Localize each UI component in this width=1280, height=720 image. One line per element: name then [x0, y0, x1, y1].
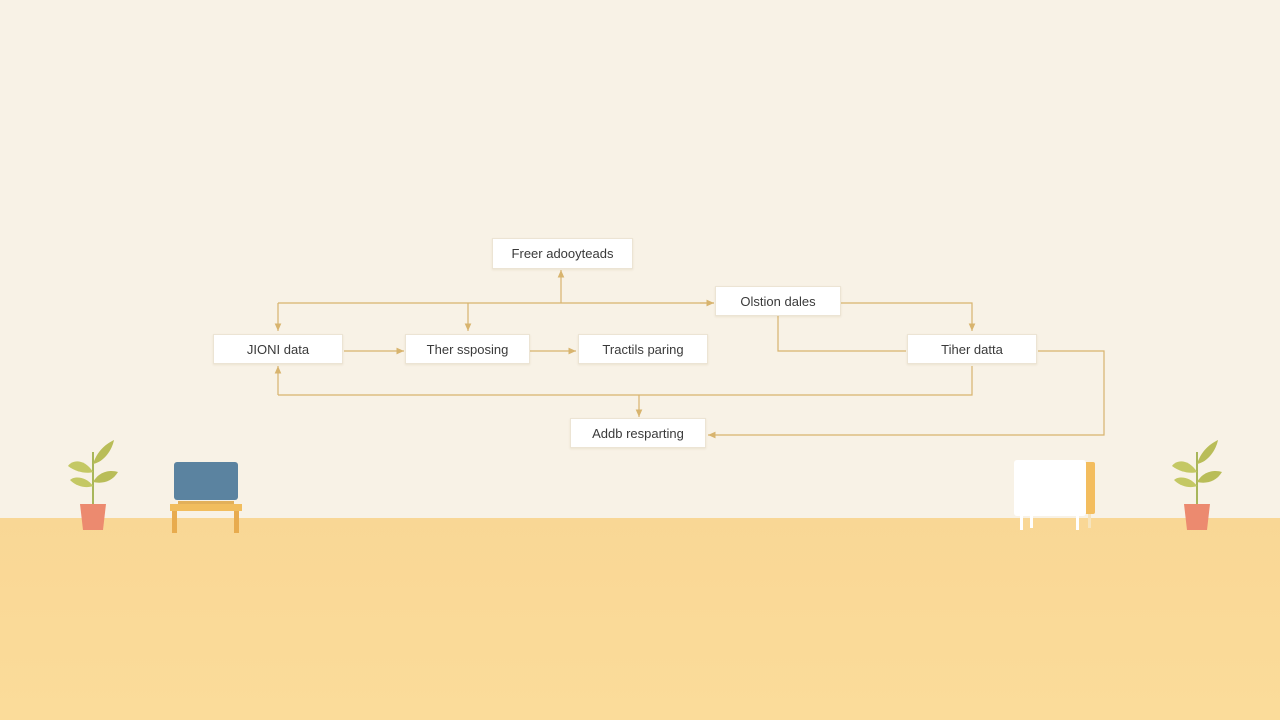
- node-ther-ssposing: Ther ssposing: [405, 334, 530, 364]
- edge-olstion-to-tiher: [840, 302, 976, 331]
- potted-plant-icon: [1172, 440, 1222, 530]
- monitor-on-desk-icon: [170, 462, 242, 533]
- node-tractils-paring: Tractils paring: [578, 334, 708, 364]
- node-freer-adooyteads: Freer adooyteads: [492, 238, 633, 269]
- edge-bottom-bus: [278, 366, 973, 396]
- node-olstion-dales: Olstion dales: [715, 286, 841, 316]
- node-tiher-datta: Tiher datta: [907, 334, 1037, 364]
- floor-background: [0, 518, 1280, 720]
- potted-plant-icon: [68, 440, 118, 530]
- white-cabinet-icon: [1014, 460, 1095, 530]
- node-jioni-data: JIONI data: [213, 334, 343, 364]
- node-addb-resparting: Addb resparting: [570, 418, 706, 448]
- edge-tiher-to-addb: [708, 350, 1105, 439]
